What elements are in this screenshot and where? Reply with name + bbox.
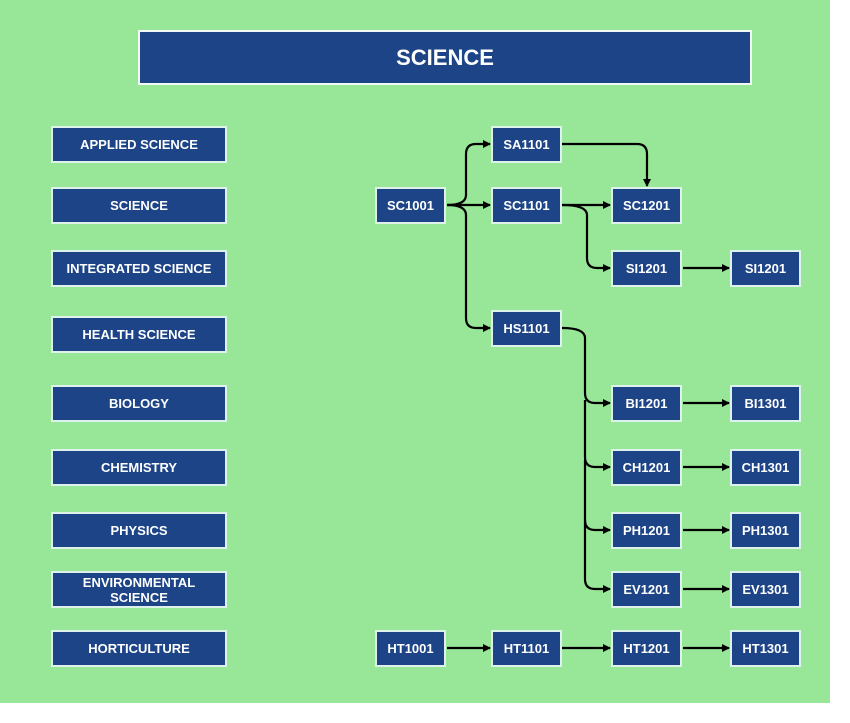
- node-ht1201: HT1201: [611, 630, 682, 667]
- node-ht1301: HT1301: [730, 630, 801, 667]
- node-ev1301: EV1301: [730, 571, 801, 608]
- node-sc1001: SC1001: [375, 187, 446, 224]
- node-si1201: SI1201: [611, 250, 682, 287]
- diagram-title: SCIENCE: [138, 30, 752, 85]
- edge-hs1101-ch1201: [583, 400, 611, 471]
- edge-hs1101-ph1201: [583, 460, 611, 534]
- node-ch1201: CH1201: [611, 449, 682, 486]
- category-health-science: HEALTH SCIENCE: [51, 316, 227, 353]
- node-sa1101: SA1101: [491, 126, 562, 163]
- category-applied-science: APPLIED SCIENCE: [51, 126, 227, 163]
- category-integrated-science: INTEGRATED SCIENCE: [51, 250, 227, 287]
- node-hs1101: HS1101: [491, 310, 562, 347]
- edge-sc1101-si1201: [561, 203, 611, 272]
- edge-sc1001-sa1101: [446, 140, 491, 207]
- category-physics: PHYSICS: [51, 512, 227, 549]
- category-biology: BIOLOGY: [51, 385, 227, 422]
- node-si1201-next: SI1201: [730, 250, 801, 287]
- node-ev1201: EV1201: [611, 571, 682, 608]
- category-science: SCIENCE: [51, 187, 227, 224]
- node-sc1101: SC1101: [491, 187, 562, 224]
- node-sc1201: SC1201: [611, 187, 682, 224]
- category-horticulture: HORTICULTURE: [51, 630, 227, 667]
- node-ht1101: HT1101: [491, 630, 562, 667]
- edge-hs1101-ev1201: [583, 520, 611, 593]
- edge-hs1101-bi1201: [561, 326, 611, 407]
- diagram-canvas: SCIENCE APPLIED SCIENCE SCIENCE INTEGRAT…: [0, 0, 830, 703]
- edge-sa1101-sc1201: [562, 142, 651, 187]
- node-bi1201: BI1201: [611, 385, 682, 422]
- node-ph1301: PH1301: [730, 512, 801, 549]
- node-ch1301: CH1301: [730, 449, 801, 486]
- edge-sc1001-hs1101: [446, 203, 491, 332]
- category-chemistry: CHEMISTRY: [51, 449, 227, 486]
- node-ph1201: PH1201: [611, 512, 682, 549]
- node-ht1001: HT1001: [375, 630, 446, 667]
- category-environmental-science: ENVIRONMENTAL SCIENCE: [51, 571, 227, 608]
- node-bi1301: BI1301: [730, 385, 801, 422]
